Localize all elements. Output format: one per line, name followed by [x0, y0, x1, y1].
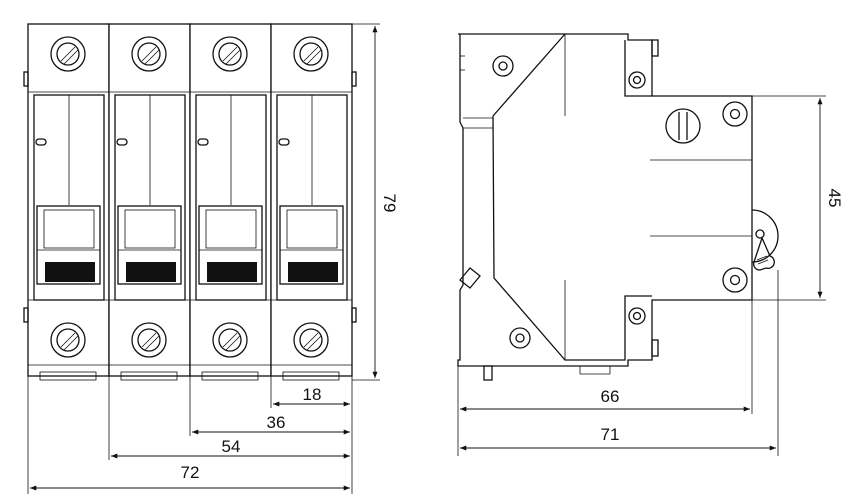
pole-module-4	[270, 23, 353, 381]
slotted-screw-icon	[665, 108, 701, 144]
height-front-label: 79	[380, 194, 399, 213]
terminal-screw-icon	[212, 322, 248, 358]
terminal-screw-icon	[50, 322, 86, 358]
mounting-hole-icon	[509, 327, 531, 349]
side-body-outline	[457, 33, 753, 367]
pole-width-3-label: 54	[222, 437, 241, 456]
terminal-screw-icon	[293, 322, 329, 358]
mounting-hole-icon	[722, 101, 748, 127]
terminal-screw-icon	[212, 36, 248, 72]
side-view: 45 66 71	[457, 33, 844, 456]
side-terminal-height-label: 45	[825, 189, 844, 208]
terminal-screw-icon	[293, 36, 329, 72]
dimension-height-front: 79	[352, 23, 399, 381]
pole-width-4-label: 72	[181, 463, 200, 482]
dimension-width-lines	[27, 376, 353, 494]
mounting-hole-icon	[492, 55, 514, 77]
terminal-screw-icon	[50, 36, 86, 72]
side-depth-inner-label: 66	[601, 387, 620, 406]
mounting-hole-icon	[722, 267, 748, 293]
front-view: 79 18 36 54 72	[23, 23, 399, 494]
pole-module-2	[108, 23, 191, 381]
pole-module-1	[27, 23, 110, 381]
pole-width-2-label: 36	[267, 413, 286, 432]
toggle-lever-icon	[751, 209, 779, 271]
side-depth-total-label: 71	[601, 425, 620, 444]
dimension-side-height: 45	[752, 95, 844, 301]
terminal-screw-icon	[131, 322, 167, 358]
pole-module-3	[189, 23, 272, 381]
dimension-side-depth	[457, 270, 779, 456]
mounting-hole-icon	[628, 307, 646, 325]
mounting-hole-icon	[628, 71, 646, 89]
terminal-screw-icon	[131, 36, 167, 72]
pole-width-1-label: 18	[303, 385, 322, 404]
